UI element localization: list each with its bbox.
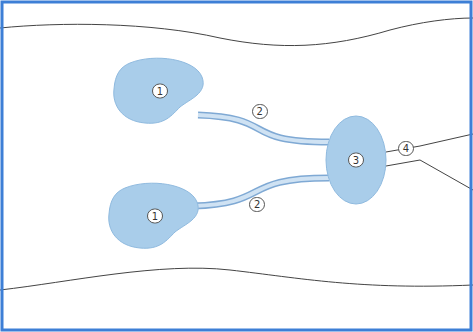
urethra — [386, 160, 473, 190]
kidney-fill — [114, 58, 203, 123]
ureter-outline — [198, 115, 329, 142]
ureter — [198, 115, 329, 142]
bladder: 3 — [325, 115, 387, 205]
body-contour — [0, 268, 473, 290]
ureter-fill — [198, 115, 329, 142]
kidney-fill — [109, 183, 198, 248]
kidney: 1 — [105, 180, 205, 252]
kidney: 1 — [110, 55, 210, 127]
callout-number: 2 — [249, 197, 265, 212]
callout-number: 1 — [147, 209, 163, 224]
body-contour — [0, 18, 473, 46]
callout-number: 2 — [252, 104, 268, 119]
frame — [2, 2, 471, 330]
callout-number: 4 — [398, 141, 414, 156]
callout-number: 1 — [152, 84, 168, 99]
ellipse-fill — [326, 116, 386, 204]
callout-number: 3 — [348, 153, 364, 168]
